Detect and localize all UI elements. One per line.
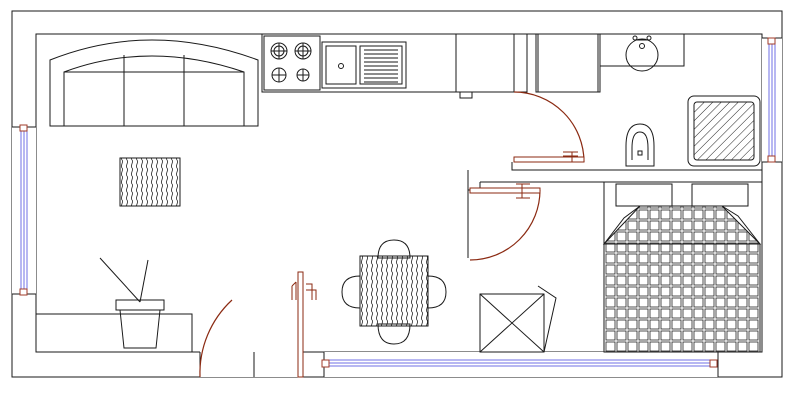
window-bottom (321, 352, 719, 377)
bathroom-cabinet-icon (537, 33, 599, 93)
sofa-icon (49, 39, 259, 127)
sink-icon (321, 41, 407, 89)
entrance-door (199, 271, 317, 378)
bedroom-door (469, 183, 541, 261)
wardrobe-icon (479, 285, 557, 353)
bed-icon (602, 183, 762, 353)
tv-icon (99, 257, 165, 349)
shower-tray-icon (687, 95, 761, 167)
cabinet-icon (455, 33, 515, 99)
washbasin-icon (599, 33, 685, 72)
rug-icon (119, 157, 181, 207)
stove-icon (263, 35, 321, 91)
toilet-icon (625, 123, 655, 167)
bathroom-door (513, 91, 585, 163)
dining-table-icon (341, 239, 447, 345)
window-left (12, 124, 36, 296)
window-right (762, 37, 782, 163)
